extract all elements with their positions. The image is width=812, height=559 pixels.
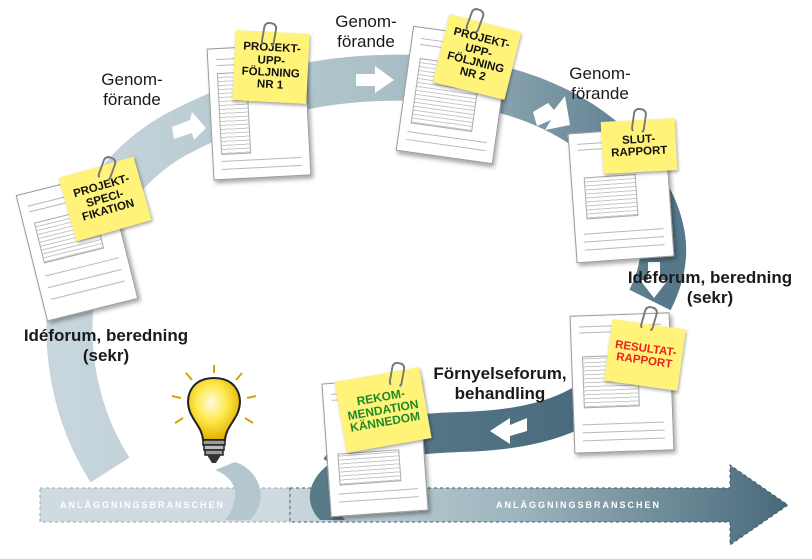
arrow-down-icon xyxy=(640,262,668,298)
sticky-note: REKOM- MENDATION KÄNNEDOM xyxy=(334,367,432,453)
label-genomforande-right: Genom- förande xyxy=(569,64,631,103)
arrow-right-icon xyxy=(172,112,206,140)
note-text-projektuppfoljning-1: PROJEKT- UPP- FÖLJNING NR 1 xyxy=(241,40,302,93)
document-projektuppfoljning-2: PROJEKT- UPP- FÖLJNING NR 2 xyxy=(395,6,523,165)
note-text-rekommendation: REKOM- MENDATION KÄNNEDOM xyxy=(346,385,422,436)
arrow-left-icon xyxy=(490,418,527,444)
arrow-up-icon xyxy=(124,345,152,376)
lightbulb-icon xyxy=(171,365,257,463)
label-ideforum-right: Idéforum, beredning (sekr) xyxy=(627,268,793,307)
band-label-right: ANLÄGGNINGSBRANSCHEN xyxy=(496,500,662,510)
bulb-stem-curve xyxy=(215,462,261,520)
arrow-right-icon xyxy=(356,66,394,93)
band-label-left: ANLÄGGNINGSBRANSCHEN xyxy=(60,500,226,510)
label-fornyelseforum: Förnyelseforum, behandling xyxy=(433,364,567,403)
note-text-slutrapport: SLUT- RAPPORT xyxy=(610,132,668,160)
label-ideforum-left: Idéforum, beredning (sekr) xyxy=(23,326,189,365)
note-text-projektuppfoljning-2: PROJEKT- UPP- FÖLJNING NR 2 xyxy=(445,25,511,84)
arrow-down-icon xyxy=(533,96,570,130)
label-genomforande-left: Genom- förande xyxy=(101,70,163,109)
band-main-arrow xyxy=(289,464,789,546)
document-slutrapport: SLUT- RAPPORT xyxy=(566,107,691,268)
document-projektspecifikation: PROJEKT- SPECI- FIKATION xyxy=(15,154,152,322)
note-text-resultatrapport: RESULTAT- RAPPORT xyxy=(614,338,678,371)
document-resultatrapport: RESULTAT- RAPPORT xyxy=(566,300,691,460)
label-genomforande-top: Genom- förande xyxy=(335,12,397,51)
document-projektuppfoljning-1: PROJEKT- UPP- FÖLJNING NR 1 xyxy=(200,20,320,182)
